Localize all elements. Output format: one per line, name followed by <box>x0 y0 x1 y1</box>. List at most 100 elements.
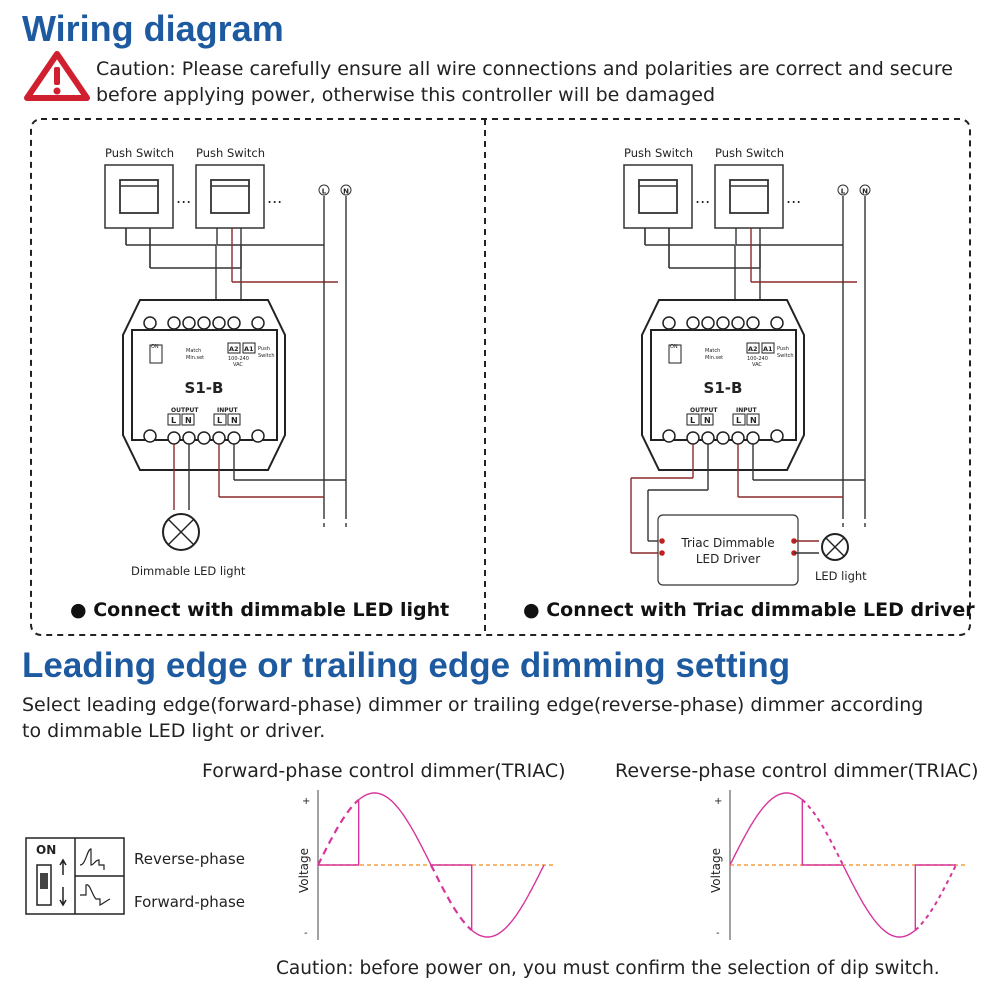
ellipsis: ... <box>176 188 191 207</box>
terminal-box <box>167 413 181 426</box>
reverse-phase-title: Reverse-phase control dimmer(TRIAC) <box>615 760 979 782</box>
terminal-letter: L <box>736 416 741 425</box>
live-terminal-marker-letter: L <box>841 188 846 196</box>
minus-tick: - <box>304 928 308 939</box>
wiring-diagram-title: Wiring diagram <box>22 8 284 49</box>
cut-portion <box>317 799 360 866</box>
bullet-icon: ● <box>70 599 87 621</box>
terminal-letter: N <box>750 416 757 425</box>
top-terminal <box>197 316 211 330</box>
ellipsis: ... <box>786 188 801 207</box>
terminal-box <box>746 413 760 426</box>
forward-phase-waveform: +-Voltage <box>297 790 554 940</box>
a1-label: A1 <box>244 345 254 353</box>
top-terminal <box>746 316 760 330</box>
push-switch-label: Push Switch <box>105 146 174 160</box>
voltage-axis-label: Voltage <box>709 848 723 893</box>
forward-phase-wave-icon <box>80 884 111 906</box>
min-set-label: Min.set <box>186 355 204 361</box>
bottom-terminal <box>716 431 730 445</box>
dip-switch-mini <box>149 344 163 364</box>
top-terminal <box>182 316 196 330</box>
push-switch-label: Push Switch <box>196 146 265 160</box>
terminal-letter: L <box>217 416 222 425</box>
push-switch-button <box>638 179 678 214</box>
load-label: LED light <box>815 569 867 583</box>
push-switch-button <box>119 179 159 214</box>
match-label: Match <box>705 348 720 354</box>
volt-range-label: 100-240 <box>228 356 249 362</box>
min-set-label: Min.set <box>705 355 723 361</box>
driver-terminal-dot <box>659 538 665 544</box>
terminal-box <box>227 413 241 426</box>
mount-screw <box>770 429 784 443</box>
forward-phase-title: Forward-phase control dimmer(TRIAC) <box>202 760 566 782</box>
lamp-cross <box>825 537 845 557</box>
a2-label: A2 <box>748 345 758 353</box>
top-terminal <box>701 316 715 330</box>
intro-line-1: Select leading edge(forward-phase) dimme… <box>22 694 924 716</box>
dip-switch-caution: Caution: before power on, you must confi… <box>276 958 940 979</box>
terminal-box <box>181 413 195 426</box>
left-caption-text: Connect with dimmable LED light <box>93 599 450 621</box>
on-mini-label: ON <box>151 344 159 350</box>
push-mini-label: Push <box>258 346 270 352</box>
ellipsis: ... <box>695 188 710 207</box>
caution-line-1: Caution: Please carefully ensure all wir… <box>96 58 953 80</box>
a1-box <box>761 342 775 354</box>
reverse-phase-label: Reverse-phase <box>134 850 245 868</box>
terminal-letter: N <box>231 416 238 425</box>
plus-tick: + <box>714 796 722 807</box>
top-terminal <box>227 316 241 330</box>
switch-mini-label: Switch <box>777 353 794 359</box>
a1-box <box>242 342 256 354</box>
voltage-axis-label: Voltage <box>297 848 311 893</box>
vac-label: VAC <box>752 362 762 368</box>
warning-icon <box>24 51 90 101</box>
terminal-box <box>686 413 700 426</box>
live-terminal-marker <box>318 184 330 196</box>
bottom-terminal <box>167 431 181 445</box>
mount-screw <box>662 429 676 443</box>
cut-portion <box>430 864 473 931</box>
a2-label: A2 <box>229 345 239 353</box>
terminal-letter: L <box>171 416 176 425</box>
top-terminal <box>686 316 700 330</box>
mount-screw <box>143 316 157 330</box>
conducting-wave <box>729 792 843 866</box>
cut-portion <box>801 799 844 866</box>
top-terminal <box>212 316 226 330</box>
a1-label: A1 <box>763 345 773 353</box>
neutral-terminal-marker-letter: N <box>862 188 868 196</box>
on-mini-label: ON <box>670 344 678 350</box>
dip-on-label: ON <box>36 843 56 857</box>
match-label: Match <box>186 348 201 354</box>
neutral-terminal-marker <box>340 184 352 196</box>
reverse-phase-waveform: +-Voltage <box>709 790 966 940</box>
right-caption: ● Connect with Triac dimmable LED driver <box>523 599 975 621</box>
triac-led-driver <box>657 514 799 586</box>
push-switch-label: Push Switch <box>624 146 693 160</box>
terminal-box <box>700 413 714 426</box>
driver-terminal-dot <box>659 550 665 556</box>
live-terminal-marker-letter: L <box>322 188 327 196</box>
ellipsis: ... <box>267 188 282 207</box>
volt-range-label: 100-240 <box>747 356 768 362</box>
right-caption-text: Connect with Triac dimmable LED driver <box>546 599 975 621</box>
push-switch-button <box>729 179 769 214</box>
terminal-letter: L <box>690 416 695 425</box>
bottom-terminal <box>701 431 715 445</box>
lamp-cross <box>167 518 195 546</box>
top-terminal <box>731 316 745 330</box>
bullet-icon: ● <box>523 599 540 621</box>
terminal-box <box>213 413 227 426</box>
arrow-up-icon <box>59 858 67 875</box>
a2-box <box>227 342 241 354</box>
mount-screw <box>662 316 676 330</box>
dimming-setting-title: Leading edge or trailing edge dimming se… <box>22 646 791 685</box>
conducting-wave <box>471 864 545 938</box>
intro-line-2: to dimmable LED light or driver. <box>22 720 326 742</box>
bottom-terminal <box>227 431 241 445</box>
forward-phase-label: Forward-phase <box>134 893 245 911</box>
